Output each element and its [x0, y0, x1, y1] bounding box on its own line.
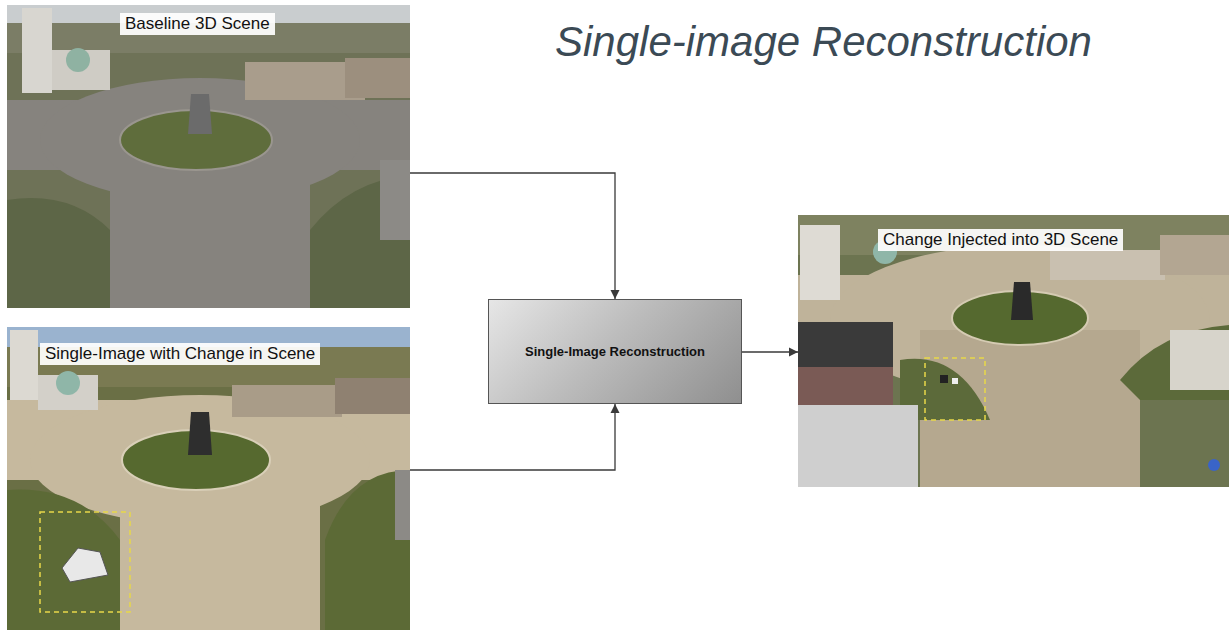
image-panel: Change Injected into 3D Scene	[798, 215, 1229, 487]
photo-with-change	[7, 327, 410, 630]
baseline-render	[7, 5, 410, 308]
flow-arrow	[410, 404, 615, 470]
panel-caption: Single-Image with Change in Scene	[40, 343, 320, 365]
reconstructed-scene	[798, 215, 1229, 487]
panel-caption: Change Injected into 3D Scene	[878, 229, 1123, 251]
image-panel: Single-Image with Change in Scene	[7, 327, 410, 630]
panel-caption: Baseline 3D Scene	[120, 13, 275, 35]
slide-title: Single-image Reconstruction	[555, 18, 1092, 66]
flow-arrow	[410, 173, 615, 299]
flow-arrow	[742, 351, 798, 352]
process-box: Single-Image Reconstruction	[488, 299, 742, 404]
image-panel: Baseline 3D Scene	[7, 5, 410, 308]
process-label: Single-Image Reconstruction	[517, 340, 713, 363]
